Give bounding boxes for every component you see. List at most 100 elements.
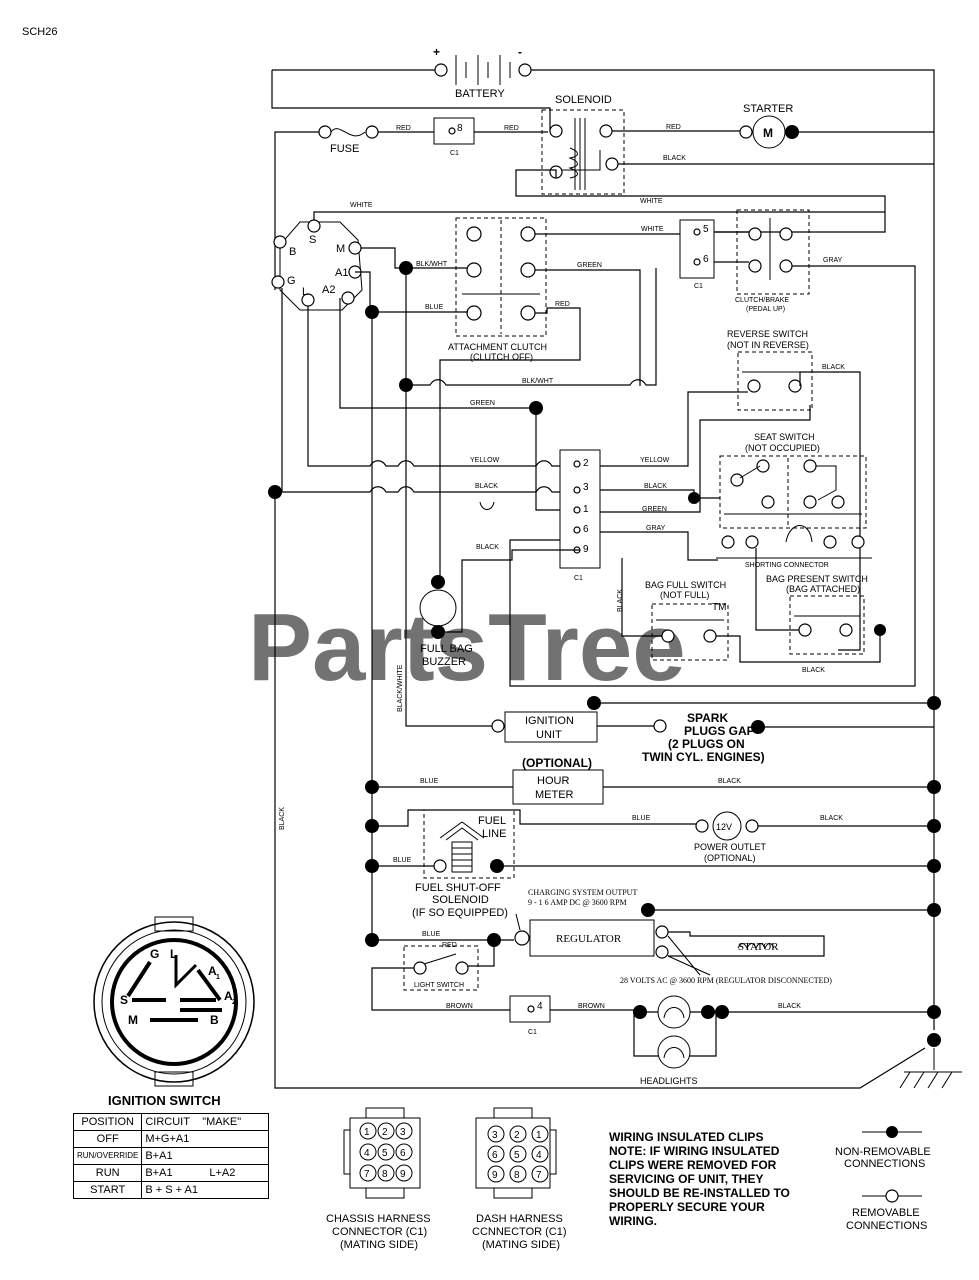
reverse-switch-state: (NOT IN REVERSE) [727, 340, 809, 350]
legend-non-removable-1: NON-REMOVABLE [835, 1146, 931, 1158]
headlights: HEADLIGHTS [633, 995, 715, 1086]
note-line: SHOULD BE RE-INSTALLED TO [609, 1186, 790, 1200]
c1-pin-5: 5 [703, 224, 709, 235]
wire-red: RED [555, 301, 570, 308]
bag-present-label: BAG PRESENT SWITCH [766, 574, 868, 584]
wire-white: WHITE [350, 202, 373, 209]
wire-black: BLACK [476, 544, 499, 551]
chassis-pin: 4 [364, 1148, 370, 1159]
dash-harness-connector: 3 2 1 6 5 4 9 8 7 DASH HARNESS CCNNECTOR… [472, 1107, 567, 1251]
wire-brown: BROWN [578, 1003, 605, 1010]
wire-black: BLACK [820, 815, 843, 822]
table-row: RUN B+A1 L+A2 [72, 1164, 270, 1182]
chassis-pin: 6 [400, 1148, 406, 1159]
face-a2-sub: 2 [232, 999, 236, 1006]
wire-black: BLACK [718, 778, 741, 785]
dash-pin: 4 [536, 1150, 542, 1161]
wire-green: GREEN [642, 506, 667, 513]
wire-green: GREEN [577, 262, 602, 269]
chassis-harness-connector: 1 2 3 4 5 6 7 8 9 CHASSIS HARNESS CONNEC… [326, 1107, 431, 1251]
note-line: WIRING. [609, 1214, 657, 1228]
wire-black: BLACK [617, 589, 624, 612]
c1-pin-8: 8 [457, 123, 463, 134]
c1-pin-1: 1 [583, 504, 589, 515]
table-cell-position: START [72, 1181, 143, 1199]
power-outlet: 12V POWER OUTLET (OPTIONAL) [694, 811, 767, 863]
fuel-solenoid-label-1: FUEL SHUT-OFF [415, 882, 501, 894]
ground-symbol [899, 1048, 962, 1089]
chassis-pin: 1 [364, 1127, 370, 1138]
charging-label-2: 9 - 1 6 AMP DC @ 3600 RPM [528, 898, 627, 907]
stator: STATOR [668, 931, 825, 957]
c1-pin-2: 2 [583, 458, 589, 469]
dash-pin: 8 [514, 1170, 520, 1181]
wire-red: RED [666, 124, 681, 131]
fuel-solenoid-label-2: SOLENOID [432, 894, 489, 906]
dash-harness-label-3: (MATING SIDE) [482, 1239, 560, 1251]
c1-label: C1 [450, 150, 459, 157]
terminal-g: G [287, 275, 296, 287]
dash-pin: 9 [492, 1170, 498, 1181]
buzzer-label-1: FULL BAG [420, 643, 473, 655]
terminal-s: S [309, 234, 316, 246]
dash-pin: 6 [492, 1150, 498, 1161]
table-header: POSITION [72, 1113, 143, 1131]
legend-non-removable-2: CONNECTIONS [844, 1158, 925, 1170]
solenoid: SOLENOID [541, 94, 625, 195]
battery: + - BATTERY [433, 45, 532, 100]
face-g: G [150, 947, 159, 961]
spark-label-2: PLUGS GAP [684, 724, 755, 738]
bag-full-state: (NOT FULL) [660, 590, 709, 600]
legend: NON-REMOVABLE CONNECTIONS REMOVABLE CONN… [835, 1126, 931, 1232]
legend-removable-1: REMOVABLE [852, 1207, 920, 1219]
full-bag-buzzer: FULL BAG BUZZER [419, 575, 473, 668]
chassis-pin: 5 [382, 1148, 388, 1159]
optional-label: (OPTIONAL) [522, 756, 592, 770]
wire-blkwht: BLK/WHT [522, 378, 554, 385]
wire-blue: BLUE [422, 931, 441, 938]
dash-pin: 7 [536, 1170, 542, 1181]
seat-switch: SEAT SWITCH (NOT OCCUPIED) [719, 432, 867, 529]
terminal-m: M [336, 243, 345, 255]
diagram-code: SCH26 [22, 26, 57, 38]
spark-plugs-note: SPARK PLUGS GAP (2 PLUGS ON TWIN CYL. EN… [642, 711, 765, 764]
reverse-switch: REVERSE SWITCH (NOT IN REVERSE) [727, 329, 813, 411]
chassis-pin: 9 [400, 1169, 406, 1180]
wire-gray: GRAY [823, 257, 843, 264]
attachment-clutch-state: (CLUTCH OFF) [470, 352, 533, 362]
ignition-switch-table: POSITION CIRCUIT "MAKE" OFF M+G+A1 RUN/O… [72, 1113, 270, 1199]
spark-label-4: TWIN CYL. ENGINES) [642, 750, 765, 764]
chassis-pin: 3 [400, 1127, 406, 1138]
ignition-unit: IGNITION UNIT [491, 711, 598, 743]
chassis-pin: 2 [382, 1127, 388, 1138]
wire-black: BLACK [822, 364, 845, 371]
table-cell-make: L+A2 [206, 1164, 270, 1182]
wire-red: RED [442, 942, 457, 949]
bag-present-state: (BAG ATTACHED) [786, 584, 860, 594]
wire-gray: GRAY [646, 525, 666, 532]
c1-label: C1 [694, 283, 703, 290]
terminal-b: B [289, 246, 296, 258]
attachment-clutch: ATTACHMENT CLUTCH (CLUTCH OFF) [448, 217, 547, 362]
face-m: M [128, 1013, 138, 1027]
table-cell-circuit: B+A1 [141, 1147, 269, 1165]
bag-present-switch: BAG PRESENT SWITCH (BAG ATTACHED) [766, 574, 868, 655]
wire-black: BLACK [663, 155, 686, 162]
reverse-switch-label: REVERSE SWITCH [727, 329, 808, 339]
dash-pin: 5 [514, 1150, 520, 1161]
shorting-connector-label: SHORTING CONNECTOR [745, 562, 829, 569]
wire-black: BLACK [475, 483, 498, 490]
hour-meter-label-2: METER [535, 789, 574, 801]
c1-pin-6: 6 [703, 254, 709, 265]
wire-black: BLACK [802, 667, 825, 674]
wire-blkwht: BLK/WHT [416, 261, 448, 268]
fuse: FUSE [318, 125, 379, 155]
table-cell-position: RUN/OVERRIDE [72, 1147, 143, 1165]
ignition-switch-face: G L A 1 S A 2 M B [93, 916, 255, 1087]
chassis-harness-label-1: CHASSIS HARNESS [326, 1213, 431, 1225]
dash-harness-label-2: CCNNECTOR (C1) [472, 1226, 567, 1238]
table-row: RUN/OVERRIDE B+A1 [72, 1147, 269, 1165]
charging-output-note: CHARGING SYSTEM OUTPUT 9 - 1 6 AMP DC @ … [528, 888, 637, 907]
table-row: START B + S + A1 [72, 1181, 269, 1199]
solenoid-label: SOLENOID [555, 94, 612, 106]
